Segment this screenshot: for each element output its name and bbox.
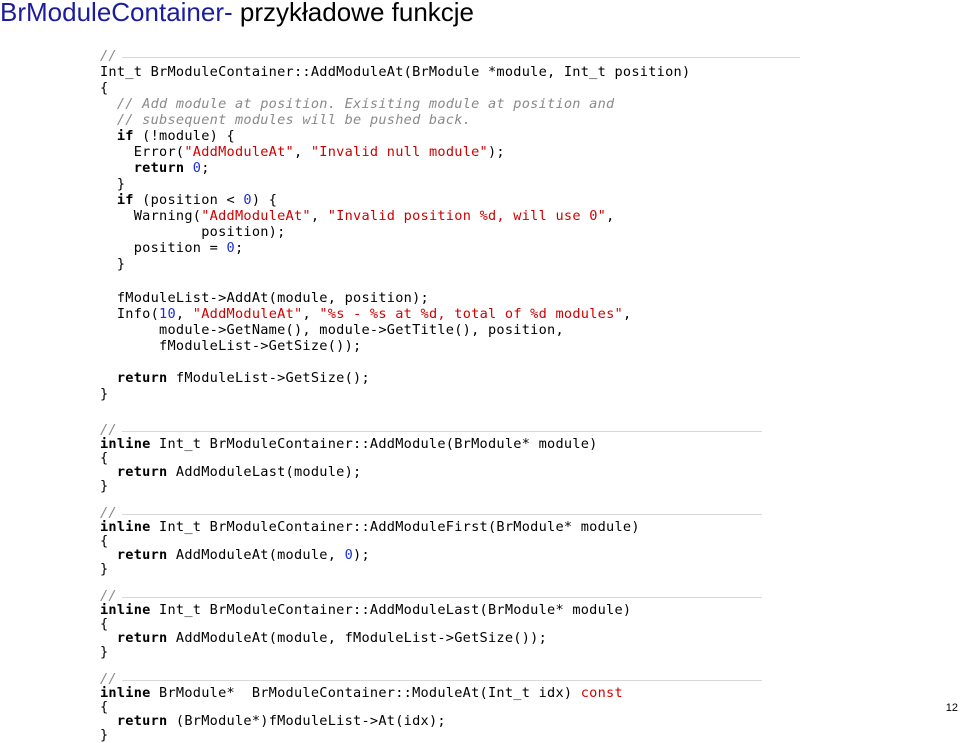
code-line: if (position < 0) { [116, 192, 278, 208]
code-line: return AddModuleLast(module); [116, 464, 362, 480]
slide-title-subtitle: przykładowe funkcje [232, 0, 475, 27]
code-line: { [100, 80, 109, 96]
code-line: Error("AddModuleAt", "Invalid null modul… [100, 144, 505, 160]
code-line: } [100, 256, 126, 272]
code-line: { [100, 699, 109, 715]
code-line: return fModuleList->GetSize(); [116, 370, 370, 386]
separator-line [122, 57, 800, 58]
separator-line [122, 514, 762, 515]
code-line: module->GetName(), module->GetTitle(), p… [100, 322, 564, 338]
code-line: // [100, 671, 117, 687]
code-line: position); [100, 224, 286, 240]
code-comment-line: // Add module at position. Exisiting mod… [100, 96, 615, 112]
code-line: } [100, 386, 109, 402]
code-line: } [100, 561, 109, 577]
code-line: Info(10, "AddModuleAt", "%s - %s at %d, … [100, 306, 632, 322]
code-comment-line: // subsequent modules will be pushed bac… [100, 112, 472, 128]
code-line: position = 0; [100, 240, 244, 256]
separator-line [122, 597, 762, 598]
code-line: // [100, 422, 117, 438]
code-line: // [100, 48, 117, 64]
code-line: fModuleList->AddAt(module, position); [100, 290, 429, 306]
code-line: if (!module) { [116, 128, 235, 144]
code-line: return AddModuleAt(module, fModuleList->… [116, 630, 548, 646]
slide-title: BrModuleContainer- przykładowe funkcje [0, 0, 474, 28]
code-line: inline Int_t BrModuleContainer::AddModul… [100, 519, 640, 535]
page-number: 12 [945, 702, 958, 714]
code-line: } [100, 727, 109, 743]
code-line: // [100, 505, 117, 521]
code-line: inline Int_t BrModuleContainer::AddModul… [100, 602, 632, 618]
code-line: return (BrModule*)fModuleList->At(idx); [116, 713, 446, 729]
code-line: { [100, 616, 109, 632]
separator-line [122, 680, 762, 681]
slide-title-class-name: BrModuleContainer- [0, 0, 233, 27]
code-line: // [100, 588, 117, 604]
code-line: Warning("AddModuleAt", "Invalid position… [100, 208, 615, 224]
code-line: } [100, 478, 109, 494]
code-line: inline BrModule* BrModuleContainer::Modu… [100, 685, 623, 701]
code-line: fModuleList->GetSize()); [100, 338, 362, 354]
code-line: { [100, 533, 109, 549]
separator-line [122, 431, 762, 432]
code-line: inline Int_t BrModuleContainer::AddModul… [100, 436, 598, 452]
code-line: return AddModuleAt(module, 0); [116, 547, 370, 563]
code-line: } [100, 644, 109, 660]
code-line: } [100, 176, 126, 192]
code-line: Int_t BrModuleContainer::AddModuleAt(BrM… [100, 64, 691, 80]
code-line: return 0; [133, 160, 210, 176]
code-line: { [100, 450, 109, 466]
